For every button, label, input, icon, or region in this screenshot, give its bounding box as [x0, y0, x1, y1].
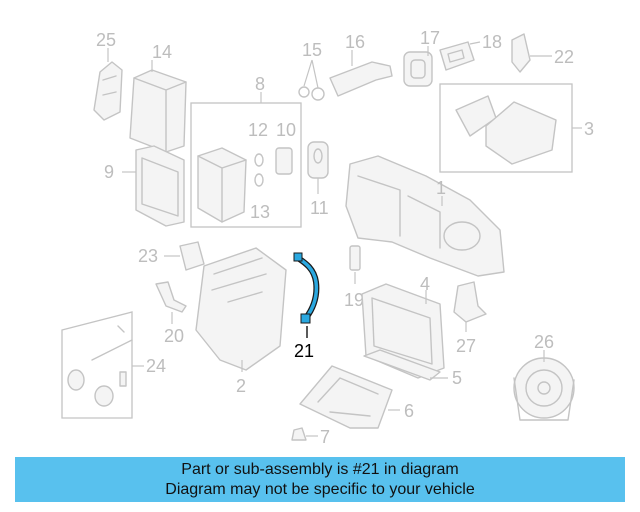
part-19-fitting — [349, 245, 361, 284]
part-17-grommet — [403, 46, 433, 87]
part-15-seals — [298, 59, 325, 101]
callout-5: 5 — [452, 368, 462, 388]
group-frame-24 — [61, 311, 133, 419]
part-evaporator-core — [197, 147, 247, 223]
part-23-actuator — [164, 241, 205, 271]
callout-27: 27 — [456, 336, 476, 356]
callout-14: 14 — [152, 42, 172, 62]
part-12-oring — [254, 153, 264, 167]
part-9-filter-frame — [122, 145, 185, 227]
callout-6: 6 — [404, 401, 414, 421]
notice-line-part: Part or sub-assembly is #21 in diagram — [181, 461, 459, 478]
part-6-cover — [299, 365, 400, 429]
callout-4: 4 — [420, 274, 430, 294]
callout-9: 9 — [104, 162, 114, 182]
callout-1: 1 — [436, 178, 446, 198]
callout-12: 12 — [248, 120, 268, 140]
exploded-parts-diagram: 25 14 8 12 13 10 9 11 15 — [61, 28, 594, 447]
callout-25: 25 — [96, 30, 116, 50]
callout-13: 13 — [250, 202, 270, 222]
part-18-grommet — [439, 41, 481, 71]
callout-22: 22 — [554, 47, 574, 67]
part-11-sensor — [307, 141, 329, 194]
part-13-oring — [254, 173, 264, 187]
callout-19: 19 — [344, 290, 364, 310]
callout-7: 7 — [320, 427, 330, 447]
group-frame-8 — [190, 102, 302, 228]
callout-16: 16 — [345, 32, 365, 52]
callout-20: 20 — [164, 326, 184, 346]
callout-26: 26 — [534, 332, 554, 352]
callout-11: 11 — [310, 198, 329, 218]
callout-15: 15 — [302, 40, 322, 60]
callout-10: 10 — [276, 120, 296, 140]
part-16-pipe — [329, 50, 393, 97]
callout-3: 3 — [584, 119, 594, 139]
part-24-linkage — [67, 325, 144, 407]
part-3-duct — [455, 95, 582, 165]
part-5-gasket — [363, 349, 448, 381]
callout-23: 23 — [138, 246, 158, 266]
part-7-clip — [291, 427, 318, 441]
notice-line-disclaimer: Diagram may not be specific to your vehi… — [165, 481, 475, 498]
callout-17: 17 — [420, 28, 440, 48]
part-26-blower-motor — [513, 350, 575, 421]
part-14-filter — [129, 60, 187, 153]
part-21-drain-hose — [293, 252, 320, 338]
part-27-resistor — [453, 281, 487, 332]
part-22-bracket — [511, 33, 552, 73]
part-10-expansion-valve — [275, 147, 293, 175]
part-25-bracket — [93, 48, 123, 121]
part-1-hvac-case — [345, 155, 505, 277]
callout-21: 21 — [294, 341, 314, 361]
part-2-housing — [195, 247, 287, 372]
callout-8: 8 — [255, 74, 265, 94]
callout-18: 18 — [482, 32, 502, 52]
callout-2: 2 — [236, 376, 246, 396]
notice-banner: Part or sub-assembly is #21 in diagram D… — [15, 457, 625, 502]
callout-24: 24 — [146, 356, 166, 376]
part-20-actuator — [155, 281, 187, 324]
